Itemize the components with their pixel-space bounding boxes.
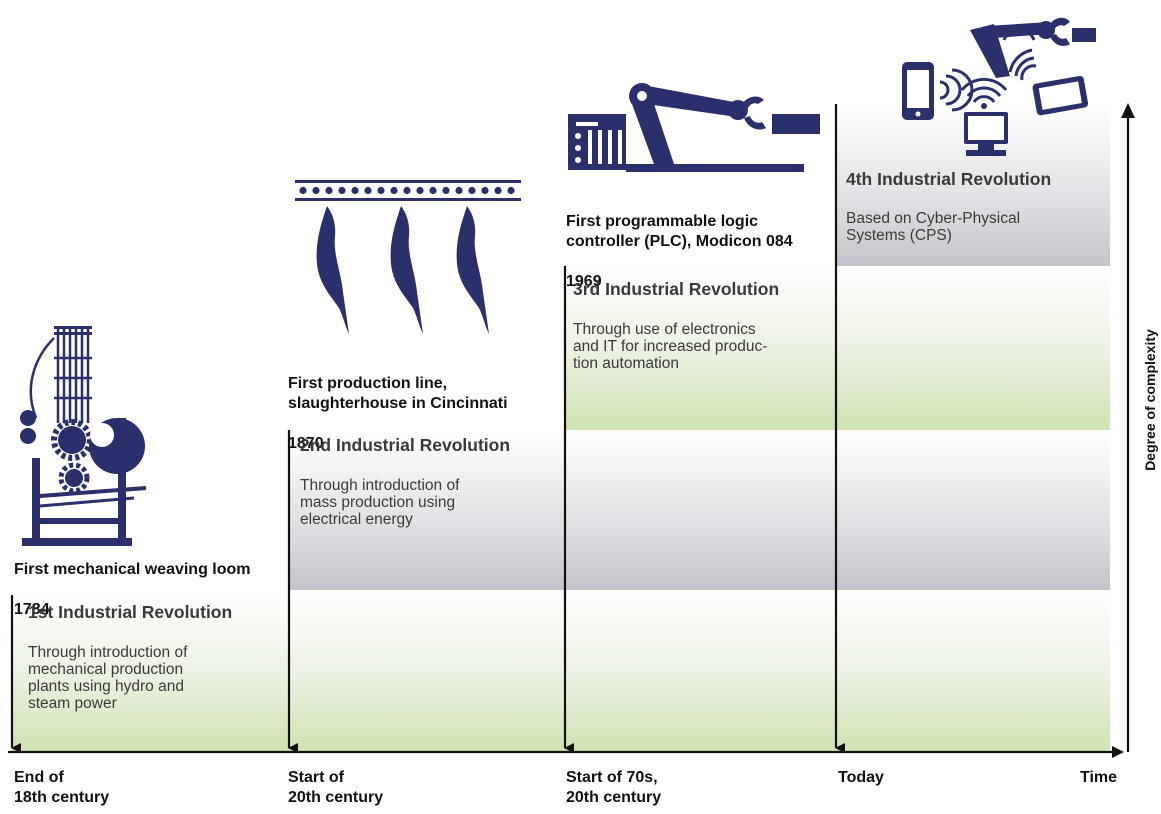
revolution-3-description: Through use of electronics and IT for in… [573, 321, 768, 372]
milestone-1-year: 1784 [14, 601, 50, 618]
robot-arm-plc-icon [568, 83, 820, 172]
y-axis-arrowhead [1121, 103, 1135, 118]
revolution-4-description: Based on Cyber-Physical Systems (CPS) [846, 210, 1021, 244]
revolution-2-description: Through introduction of mass production … [300, 477, 460, 528]
milestone-2-name: First production line, slaughterhouse in… [288, 375, 508, 412]
weaving-loom-icon [20, 326, 147, 546]
x-tick-label-3: Start of 70s, 20th century [566, 769, 662, 806]
x-tick-label-1: End of 18th century [14, 769, 110, 806]
x-tick-label-2: Start of 20th century [288, 769, 384, 806]
x-tick-label-4: Today [838, 769, 884, 786]
revolution-3-title: 3rd Industrial Revolution [573, 279, 780, 299]
revolution-4-title: 4th Industrial Revolution [846, 169, 1052, 189]
milestone-2-year: 1870 [288, 435, 324, 452]
x-axis-label: Time [1080, 769, 1118, 786]
band-1st-revolution [12, 590, 1110, 752]
band-3rd-revolution [565, 266, 1110, 430]
production-line-icon [295, 180, 521, 334]
revolution-1-description: Through introduction of mechanical produ… [28, 644, 188, 712]
revolution-2-title: 2nd Industrial Revolution [300, 435, 511, 455]
revolution-1-title: 1st Industrial Revolution [28, 602, 233, 622]
milestone-1-name: First mechanical weaving loom [14, 561, 251, 578]
milestone-3-year: 1969 [566, 273, 602, 290]
milestone-title-1: First mechanical weaving loom 1784 [14, 540, 251, 620]
band-2nd-revolution [289, 430, 1110, 590]
milestone-title-2: First production line, slaughterhouse in… [288, 354, 508, 454]
milestone-3-name: First programmable logic controller (PLC… [566, 213, 793, 250]
milestone-title-3: First programmable logic controller (PLC… [566, 192, 793, 292]
y-axis-label: Degree of complexity [1142, 329, 1158, 471]
connected-devices-icon [902, 17, 1096, 156]
